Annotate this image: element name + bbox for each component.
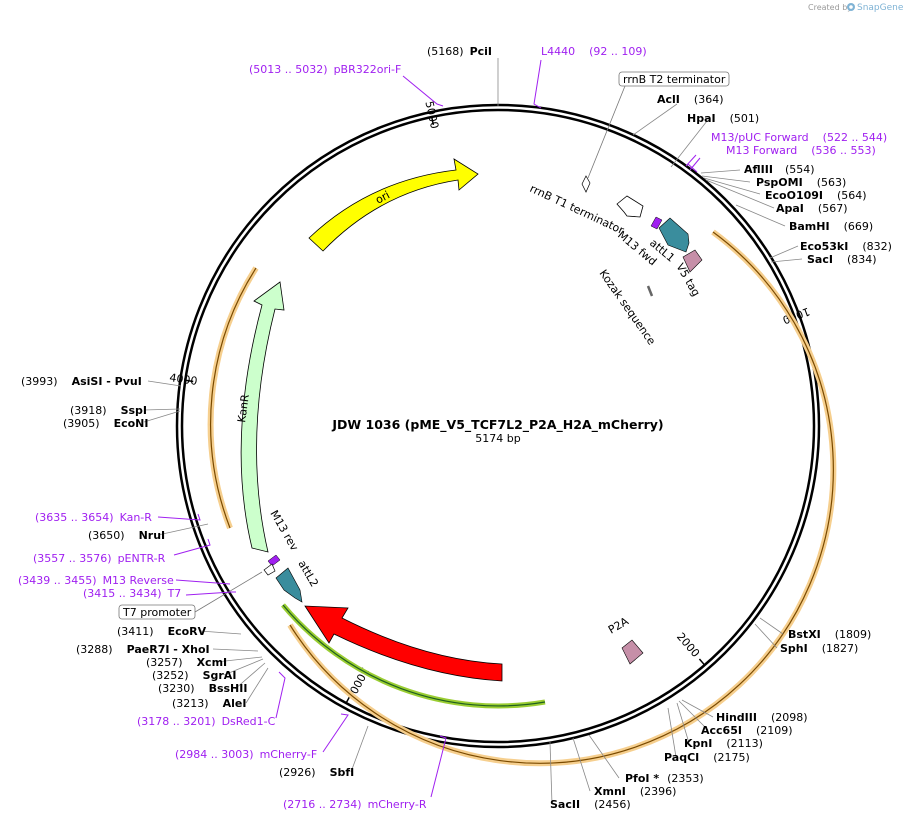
enzyme-label-kpni[interactable]: KpnI(2113) <box>684 737 763 750</box>
enzyme-label-econi[interactable]: (3905)EcoNI <box>63 417 148 430</box>
snapgene-logo-icon <box>847 3 855 11</box>
rrnb-t2-terminator-box: rrnB T2 terminator <box>587 71 730 179</box>
leader-lines <box>143 58 803 805</box>
m13-rev-label: M13 rev <box>267 508 301 553</box>
enzyme-label-sbfi[interactable]: (2926)SbfI <box>279 766 354 779</box>
enzyme-label-acli[interactable]: AclI(364) <box>657 93 724 106</box>
enzyme-label-sphi[interactable]: SphI(1827) <box>780 642 858 655</box>
backbone-tick-label: 2000 <box>674 630 702 660</box>
enzyme-label-xcmi[interactable]: (3257)XcmI <box>146 656 227 669</box>
orange-feature-arc-2 <box>207 266 259 530</box>
enzyme-label-drui[interactable]: (3650)NruI <box>88 529 165 542</box>
enzyme-label-paqci[interactable]: PaqCI(2175) <box>664 751 750 764</box>
v5-tag-feature-arrow[interactable] <box>682 249 703 273</box>
created-by-text: Created by <box>808 3 852 12</box>
rrnb-t2-terminator-arrow[interactable] <box>581 175 591 193</box>
enzyme-label-asisi-pvui[interactable]: (3993)AsiSI - PvuI <box>21 375 142 388</box>
v5-tag-label: V5 tag <box>673 261 702 299</box>
svg-text:T7 promoter: T7 promoter <box>122 606 192 619</box>
enzyme-label-sgrai[interactable]: (3252)SgrAI <box>152 669 236 682</box>
primer-label-l4440[interactable]: L4440(92 .. 109) <box>541 45 647 58</box>
primer-label-m13-forward[interactable]: M13 Forward(536 .. 553) <box>726 144 876 157</box>
enzyme-label-sacii[interactable]: SacII(2456) <box>550 798 631 811</box>
backbone-tick-label: 4000 <box>169 371 199 388</box>
m13-fwd-feature-arrow[interactable] <box>650 216 663 230</box>
primer-label-t7[interactable]: (3415 .. 3434)T7 <box>83 587 181 600</box>
orange-feature-arc-1 <box>287 229 837 767</box>
backbone-tick <box>430 116 435 126</box>
enzyme-label-eco53ki[interactable]: Eco53kI(832) <box>800 240 892 253</box>
primer-label-m13-puc-forward[interactable]: M13/pUC Forward(522 .. 544) <box>711 131 887 144</box>
rrnb-t1-terminator-arrow[interactable] <box>616 195 644 218</box>
kozak-sequence-marker <box>646 285 654 297</box>
kanr-feature-label: KanR <box>235 393 252 423</box>
enzyme-label-xmni[interactable]: XmnI(2396) <box>594 785 676 798</box>
backbone-tick <box>185 379 194 383</box>
p2a-label: P2A <box>606 615 631 637</box>
attl2-label: attL2 <box>295 558 321 589</box>
enzyme-label-paer7i-xhoi[interactable]: (3288)PaeR7I - XhoI <box>76 643 210 656</box>
primer-label-m13-reverse[interactable]: (3439 .. 3455)M13 Reverse <box>18 574 174 587</box>
enzyme-label-hpai[interactable]: HpaI(501) <box>687 112 759 125</box>
enzyme-label-alei[interactable]: (3213)AleI <box>172 697 246 710</box>
enzyme-label-aflIII[interactable]: AflIII(554) <box>744 163 815 176</box>
enzyme-label-bsshii[interactable]: (3230)BssHII <box>158 682 247 695</box>
backbone-tick <box>698 658 706 666</box>
primer-label-pbr322ori-f[interactable]: (5013 .. 5032)pBR322ori-F <box>249 63 401 76</box>
ori-feature-label: ori <box>373 188 392 206</box>
enzyme-label-hindiii[interactable]: HindIII(2098) <box>716 711 808 724</box>
enzyme-label-pspomi[interactable]: PspOMI(563) <box>756 176 846 189</box>
enzyme-label-pcii[interactable]: (5168)PciI <box>427 45 492 58</box>
enzyme-label-sspi[interactable]: (3918)SspI <box>70 404 147 417</box>
svg-text:rrnB T2 terminator: rrnB T2 terminator <box>623 73 726 86</box>
enzyme-label-bstxi[interactable]: BstXI(1809) <box>788 628 871 641</box>
enzyme-label-apai[interactable]: ApaI(567) <box>776 202 848 215</box>
enzyme-label-bamhi[interactable]: BamHI(669) <box>789 220 873 233</box>
enzyme-label-ecoo109i[interactable]: EcoO109I(564) <box>765 189 867 202</box>
kozak-sequence-label: Kozak sequence <box>597 267 659 347</box>
primer-label-pentr-r[interactable]: (3557 .. 3576)pENTR-R <box>33 552 166 565</box>
green-feature-arc <box>281 603 546 709</box>
kanr-feature-arrow[interactable] <box>240 281 285 553</box>
snapgene-brand-text: SnapGene <box>857 3 904 13</box>
ori-feature-arrow[interactable] <box>308 158 479 252</box>
enzyme-label-ecorv[interactable]: (3411)EcoRV <box>117 625 207 638</box>
enzyme-label-acc65i[interactable]: Acc65I(2109) <box>701 724 793 737</box>
primer-label-mcherry-r[interactable]: (2716 .. 2734)mCherry-R <box>283 798 427 811</box>
t7-promoter-arrow[interactable] <box>263 563 276 576</box>
primer-label-kan-r[interactable]: (3635 .. 3654)Kan-R <box>35 511 152 524</box>
enzyme-label-saci[interactable]: SacI(834) <box>807 253 877 266</box>
p2a-feature-arrow[interactable] <box>621 639 644 665</box>
mcherry-feature-arrow[interactable] <box>304 605 503 682</box>
primer-leader-lines <box>157 59 701 798</box>
attl2-feature-arrow[interactable] <box>275 567 303 603</box>
m13-rev-feature-arrow[interactable] <box>267 554 281 567</box>
plasmid-name: JDW 1036 (pME_V5_TCF7L2_P2A_H2A_mCherry) <box>331 417 663 433</box>
primer-label-mcherry-f[interactable]: (2984 .. 3003)mCherry-F <box>175 748 317 761</box>
primer-label-dsred1-c[interactable]: (3178 .. 3201)DsRed1-C <box>137 715 276 728</box>
plasmid-length: 5174 bp <box>475 432 520 445</box>
enzyme-label-pfoi[interactable]: PfoI *(2353) <box>625 772 704 785</box>
t7-promoter-box: T7 promoter <box>118 571 263 620</box>
attl1-feature-arrow[interactable] <box>658 217 690 253</box>
backbone-tick-label: 5000 <box>423 100 442 130</box>
rrnb-t1-terminator-label: rrnB T1 terminator <box>528 182 627 237</box>
